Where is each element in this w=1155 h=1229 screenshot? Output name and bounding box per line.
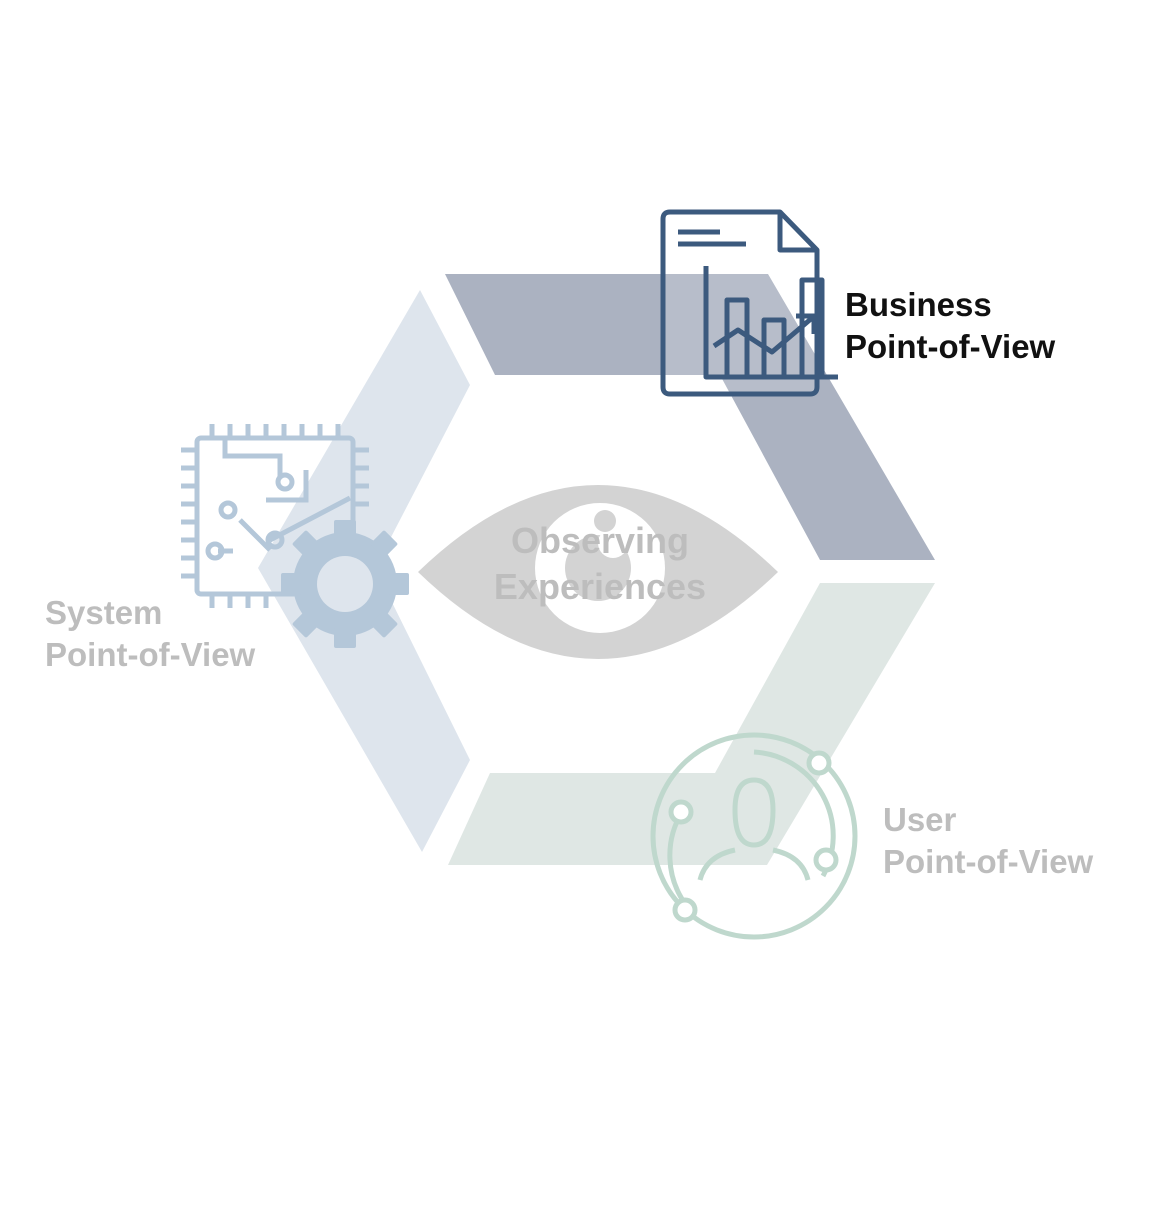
center-label: Observing Experiences — [452, 518, 748, 610]
system-label: System Point-of-View — [45, 592, 255, 676]
system-label-line1: System — [45, 594, 163, 631]
business-label-line1: Business — [845, 286, 992, 323]
gear-icon — [281, 520, 409, 648]
system-label-line2: Point-of-View — [45, 636, 256, 673]
business-label-line2: Point-of-View — [845, 328, 1056, 365]
user-label-line2: Point-of-View — [883, 843, 1094, 880]
user-network-icon — [650, 732, 858, 940]
business-label: Business Point-of-View — [845, 284, 1055, 368]
user-label: User Point-of-View — [883, 799, 1093, 883]
user-band — [448, 583, 935, 865]
business-report-chart-icon — [660, 209, 838, 397]
eye-icon — [418, 485, 778, 659]
user-label-line1: User — [883, 801, 957, 838]
center-label-line1: Observing — [510, 520, 690, 561]
business-band — [445, 274, 935, 560]
center-label-line2: Experiences — [493, 566, 707, 607]
circuit-gear-icon — [181, 424, 369, 608]
